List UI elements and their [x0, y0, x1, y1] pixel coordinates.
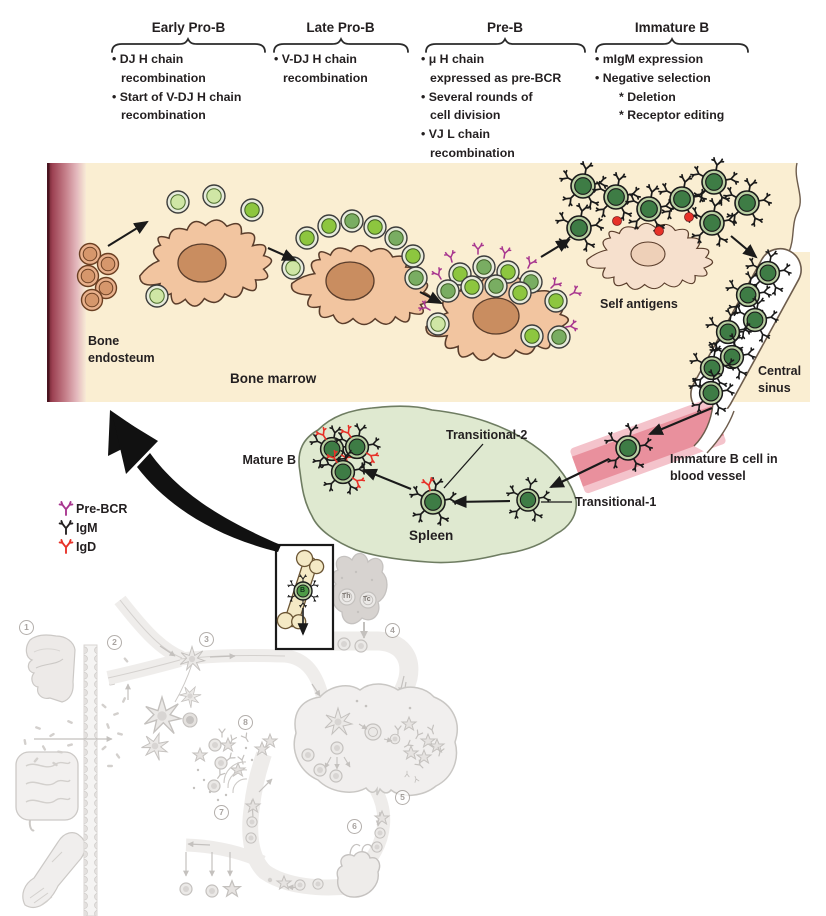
- bone-endosteum-label: Bone endosteum: [88, 334, 155, 365]
- immature-b-cluster: [555, 158, 771, 252]
- bullet-line: DJ H chain: [112, 50, 277, 69]
- bullet-line: recombination: [121, 70, 206, 85]
- stage-title-pre-b: Pre-B: [486, 20, 523, 35]
- thymus: [331, 552, 388, 625]
- mature-b-label: Mature B: [242, 453, 296, 467]
- circulating-cells: [179, 733, 390, 898]
- overview-step-8: 8: [238, 715, 253, 730]
- stage-bullets-immature-b: mIgM expression Negative selection Delet…: [595, 50, 760, 125]
- b-cell-tag: B: [300, 587, 306, 594]
- overview-step-6: 6: [347, 819, 362, 834]
- self-antigens-label: Self antigens: [600, 297, 678, 311]
- sinus-neck: [694, 404, 734, 453]
- bullet-line: Several rounds of: [421, 88, 591, 107]
- igd-icon: [58, 539, 74, 554]
- pre-bcr-icon: [58, 501, 74, 516]
- intestine-icon: [15, 751, 79, 832]
- bullet-line: recombination: [430, 145, 515, 160]
- bullet-line: recombination: [283, 70, 368, 85]
- stromal-cell-3: [417, 242, 583, 366]
- overview-step-1: 1: [19, 620, 34, 635]
- heart-icon: [336, 843, 381, 898]
- head-profile-icon: [25, 634, 76, 703]
- overview-step-4: 4: [385, 623, 400, 638]
- inset-box: [274, 543, 335, 651]
- overview-step-2: 2: [107, 635, 122, 650]
- stromal-cell-1: [132, 184, 278, 314]
- spleen: [298, 405, 578, 564]
- legend-row-igd: IgD: [58, 538, 96, 556]
- legend-row-igm: IgM: [58, 519, 98, 537]
- bullet-line: Start of V-DJ H chain: [112, 88, 277, 107]
- stage-title-immature-b: Immature B: [634, 20, 710, 35]
- overview-step-3: 3: [199, 632, 214, 647]
- label-pointer-lines: [443, 443, 572, 503]
- inset-b-cell: [286, 574, 320, 608]
- self-antigen-dot: [612, 216, 622, 226]
- legend-label: IgM: [76, 521, 98, 535]
- stage-brackets: [111, 36, 749, 53]
- stage-bullets-pre-b: μ H chain expressed as pre-BCR Several r…: [421, 50, 591, 163]
- antibody-arcs: [223, 761, 248, 794]
- faded-immune-overview: [15, 552, 458, 916]
- immature-b-vessel-label: Immature B cell in blood vessel: [670, 452, 778, 483]
- transitional-2-label: Transitional-2: [446, 428, 528, 442]
- bullet-line: V-DJ H chain: [274, 50, 419, 69]
- central-sinus-label: Central sinus: [758, 364, 802, 395]
- legend-label: IgD: [76, 540, 97, 554]
- overview-step-5: 5: [395, 790, 410, 805]
- bullet-line: expressed as pre-BCR: [430, 70, 562, 85]
- antibody-cell-cluster: [192, 728, 254, 802]
- self-antigen-dot: [684, 212, 694, 222]
- hand-icon: [22, 832, 86, 908]
- bullet-line: recombination: [121, 108, 206, 123]
- legend-label: Pre-BCR: [76, 502, 128, 516]
- self-antigen-stromal-cell: [586, 222, 714, 291]
- bone-marrow-label: Bone marrow: [230, 371, 317, 386]
- tc-cell-tag: Tc: [363, 596, 371, 603]
- tissue-cells: [138, 645, 206, 763]
- bullet-subline: Receptor editing: [595, 106, 760, 125]
- stromal-cell-2: [281, 209, 436, 332]
- self-antigen-dot: [654, 226, 664, 236]
- bullet-subline: Deletion: [595, 88, 760, 107]
- stage-title-early-pro-b: Early Pro-B: [151, 20, 226, 35]
- igm-icon: [58, 520, 74, 535]
- bullet-line: mIgM expression: [595, 50, 760, 69]
- stage-bullets-early-pro-b: DJ H chain recombination Start of V-DJ H…: [112, 50, 277, 125]
- stage-title-late-pro-b: Late Pro-B: [306, 20, 375, 35]
- transitional-1-label: Transitional-1: [575, 495, 657, 509]
- bullet-line: μ H chain: [421, 50, 591, 69]
- overview-step-7: 7: [214, 805, 229, 820]
- lymph-node: [293, 683, 458, 797]
- bullet-line: VJ L chain: [421, 125, 591, 144]
- bullet-line: Negative selection: [595, 69, 760, 88]
- bullet-line: cell division: [430, 108, 501, 123]
- th-cell-tag: Th: [342, 593, 351, 600]
- spleen-label: Spleen: [409, 528, 454, 543]
- magnify-arrow: [108, 410, 281, 552]
- epithelial-barrier: [83, 644, 98, 916]
- legend-row-pre-bcr: Pre-BCR: [58, 500, 127, 518]
- stage-bullets-late-pro-b: V-DJ H chain recombination: [274, 50, 419, 88]
- stage-arrows: [107, 220, 758, 509]
